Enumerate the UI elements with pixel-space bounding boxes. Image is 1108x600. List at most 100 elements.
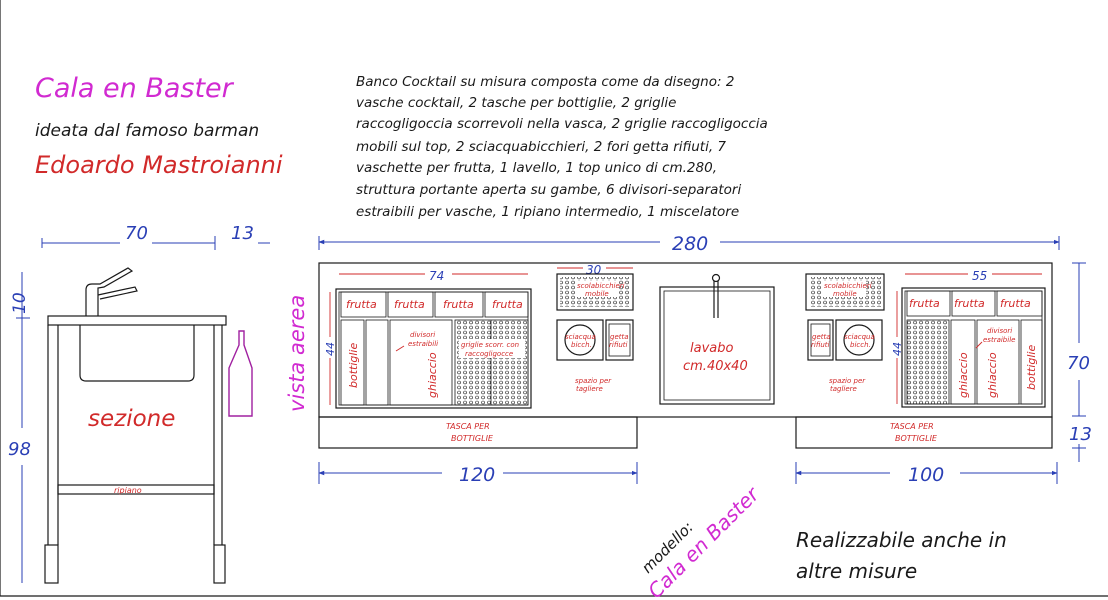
plan-dim-right: 100 (908, 464, 944, 486)
griglie-label: griglie scorr. con (461, 341, 519, 349)
section-dim-top: 10 (10, 292, 30, 314)
tasca-right-label: TASCA PER (890, 422, 934, 431)
right-station-height: 44 (891, 342, 904, 356)
scolabicchieri-left (556, 273, 634, 311)
description-line: vaschette per frutta, 1 lavello, 1 top u… (356, 160, 717, 176)
ripiano-label: ripiano (114, 486, 142, 495)
description: Banco Cocktail su misura composta come d… (356, 74, 768, 220)
plan-dim-left: 120 (459, 464, 495, 486)
tasca-left-label: TASCA PER (446, 422, 490, 431)
label-bg (575, 281, 617, 297)
section-basin (79, 325, 195, 382)
section-dim-height: 98 (8, 439, 31, 460)
pointer-line (975, 341, 983, 349)
plan-view: 280 vista aerea TASCA PER BOTTIGLIE TASC… (285, 233, 1092, 486)
title-subtitle: ideata dal famoso barman (35, 121, 259, 141)
ghiaccio-label: ghiaccio (986, 352, 999, 398)
section-top-slab (47, 315, 227, 326)
getta-box (605, 319, 634, 361)
getta-label: rifiuti (609, 341, 628, 349)
fruit-label: frutta (954, 297, 985, 310)
plan-dim-depth: 70 (1067, 353, 1090, 374)
section-shelf (57, 484, 215, 495)
fruit-label: frutta (909, 297, 940, 310)
spazio-label: tagliere (830, 385, 857, 393)
drain-grid (906, 319, 950, 405)
sciacqua-label: sciacqua (844, 333, 875, 341)
section-leg (213, 544, 226, 584)
pointer-line (395, 345, 405, 352)
tasca-left (318, 416, 638, 449)
plan-dim-front: 13 (1069, 424, 1092, 445)
left-station: 74 44 frutta frutta frutta frutta bottig… (324, 269, 532, 409)
fruit-label: frutta (443, 298, 474, 311)
description-line: estraibili per vasche, 1 ripiano interme… (356, 204, 739, 220)
fruit-label: frutta (1000, 297, 1031, 310)
description-line: vasche cocktail, 2 tasche per bottiglie,… (356, 95, 676, 111)
left-mid: 30 scolabicchieri mobile sciacqua bicch.… (556, 263, 634, 393)
scolabicchieri-label: scolabicchieri (824, 282, 872, 290)
description-line: Banco Cocktail su misura composta come d… (356, 74, 734, 90)
left-station-frame (335, 288, 532, 409)
left-station-height: 44 (324, 342, 337, 356)
sink: lavabo cm.40x40 (659, 273, 775, 405)
fruit-box (387, 291, 434, 318)
model-title: Cala en Baster (35, 73, 235, 104)
right-station-width: 55 (972, 269, 987, 283)
ghiaccio-label: ghiaccio (957, 352, 970, 398)
scolabicchieri-label: mobile (833, 290, 857, 298)
sink-label: lavabo (690, 341, 733, 356)
bottle-icon (228, 330, 253, 417)
sciacqua-box (556, 319, 604, 361)
section-label: sezione (88, 406, 175, 432)
compartment-ghiaccio (976, 319, 1020, 405)
sciacqua-label: sciacqua (565, 333, 596, 341)
ghiaccio-label: ghiaccio (426, 352, 439, 398)
counter-top (318, 262, 1053, 418)
tasca-right (795, 416, 1053, 449)
section-view: 70 13 10 98 ripiano sezione (8, 223, 270, 584)
sciacqua-label: bicch. (571, 341, 592, 349)
getta-inner (608, 323, 631, 357)
faucet (85, 267, 134, 316)
divisori-label: estraibile (983, 336, 1015, 344)
drain-grid (454, 319, 529, 406)
getta-label: rifiuti (811, 341, 830, 349)
getta-box (807, 319, 834, 361)
right-station-frame (901, 287, 1046, 408)
right-station: 55 44 frutta frutta frutta divisori estr… (891, 269, 1046, 408)
scolabicchieri-right (805, 273, 885, 311)
fruit-box (906, 290, 951, 317)
sciacqua-basin (843, 324, 875, 356)
spazio-label: tagliere (576, 385, 603, 393)
griglie-label-bg (459, 339, 525, 358)
description-line: raccogligoccia scorrevoli nella vasca, 2… (356, 116, 768, 132)
left-station-width: 74 (429, 269, 444, 283)
note-line: altre misure (796, 559, 917, 583)
divisori-label: divisori (410, 331, 435, 339)
compartment-ghiaccio (389, 319, 453, 406)
fruit-box (484, 291, 529, 318)
model-stamp: modello: Cala en Baster (638, 481, 765, 600)
fruit-box (434, 291, 484, 318)
fruit-box (951, 290, 996, 317)
section-dim-back: 13 (231, 223, 254, 244)
designer-name: Edoardo Mastroianni (35, 151, 283, 179)
fruit-label: frutta (492, 298, 523, 311)
plan-label: vista aerea (285, 295, 309, 412)
fruit-label: frutta (346, 298, 377, 311)
sink-outer (659, 286, 775, 405)
description-line: mobili sul top, 2 sciacquabicchieri, 2 f… (356, 139, 726, 155)
getta-inner (810, 323, 831, 357)
scolabicchieri-label: scolabicchieri (577, 282, 625, 290)
label-bg (822, 281, 866, 297)
compartment-ghiaccio (950, 319, 976, 405)
fruit-box (340, 291, 387, 318)
tasca-left-label: BOTTIGLIE (451, 434, 494, 443)
fruit-box (996, 290, 1043, 317)
compartment-spacer (365, 319, 389, 406)
bottiglie-label: bottiglie (1025, 345, 1038, 390)
bottiglie-label: bottiglie (347, 343, 360, 388)
getta-label: getta (610, 333, 629, 341)
